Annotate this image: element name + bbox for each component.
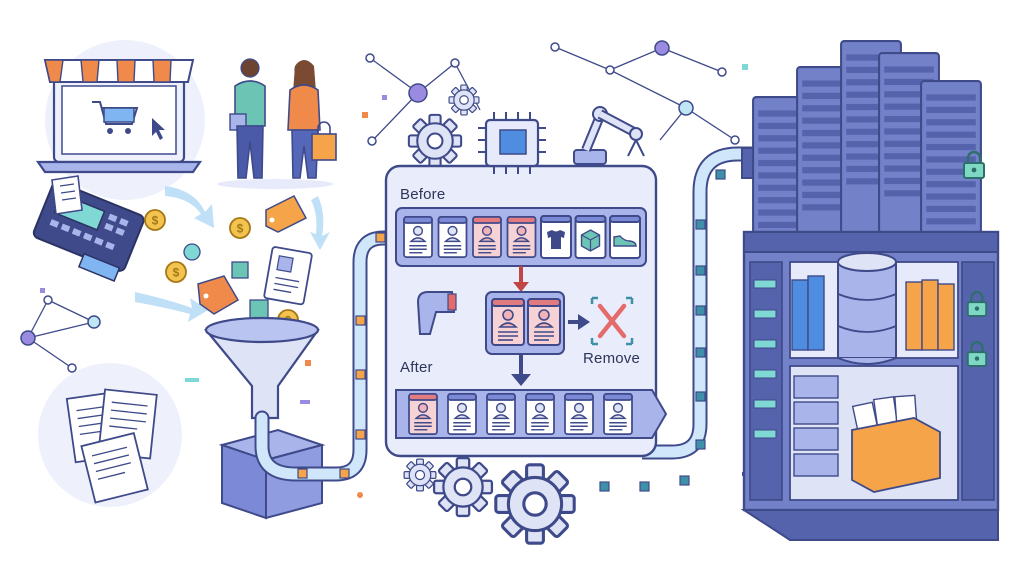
before-row	[403, 215, 641, 259]
before-label: Before	[400, 186, 446, 203]
network-node	[20, 330, 36, 346]
network-node	[43, 295, 53, 305]
storefront-laptop-icon	[35, 59, 203, 174]
shirt-icon	[547, 230, 565, 249]
arrow-icon	[135, 186, 330, 322]
remove-label: Remove	[583, 350, 641, 367]
documents-icon	[65, 388, 158, 504]
price-tag-icon	[197, 195, 308, 315]
profile-card	[447, 393, 477, 435]
folder-icon	[851, 394, 941, 493]
profile-card	[437, 216, 468, 258]
data-packet	[297, 169, 726, 492]
shoe-icon	[613, 235, 637, 247]
arrow-icon	[511, 266, 590, 386]
customers-icon	[217, 58, 337, 189]
network-node	[87, 315, 101, 329]
server-rack-icon	[740, 40, 1000, 541]
duplicate-profile-card	[506, 216, 537, 258]
profile-card-icon	[263, 246, 313, 306]
network-node	[365, 53, 375, 63]
gear-icon	[494, 463, 576, 545]
gear-icon	[448, 84, 480, 116]
data-block	[249, 299, 269, 319]
database-icon	[837, 252, 897, 365]
collection-box	[218, 428, 326, 520]
receipt-icon	[51, 175, 83, 215]
profile-card	[403, 216, 433, 258]
funnel-icon	[204, 316, 320, 420]
data-block	[231, 261, 249, 279]
robot-arm-icon	[573, 106, 645, 165]
shopping-cart-icon	[92, 101, 139, 134]
network-node	[67, 363, 77, 373]
gear-icon	[432, 456, 494, 518]
network-node	[408, 83, 428, 103]
duplicate-profile-card	[408, 393, 438, 435]
network-node	[605, 65, 615, 75]
chip-icon	[478, 112, 546, 174]
duplicate-profile-card	[491, 298, 525, 346]
network-node	[450, 58, 460, 68]
cube-product-card	[574, 215, 607, 259]
shopping-bag-icon	[311, 121, 337, 161]
shoe-product-card	[609, 215, 641, 259]
network-node	[730, 135, 740, 145]
network-node	[654, 40, 670, 56]
coin-icon	[165, 261, 187, 283]
profile-card	[486, 393, 516, 435]
after-label: After	[400, 359, 433, 376]
barcode-scanner-icon	[416, 291, 457, 335]
network-node	[717, 67, 727, 77]
profile-card	[525, 393, 555, 435]
binder-stack	[791, 275, 955, 351]
duplicate-profile-card	[527, 298, 561, 346]
coin-icon	[229, 217, 251, 239]
network-node	[367, 136, 377, 146]
profile-card	[603, 393, 633, 435]
cursor-icon	[152, 118, 165, 140]
data-block	[183, 243, 201, 261]
network-node	[678, 100, 694, 116]
data-pipe	[254, 146, 762, 482]
gear-icon	[403, 458, 437, 492]
shirt-product-card	[540, 215, 572, 259]
duplicate-profile-card	[472, 216, 502, 258]
gear-icon	[407, 113, 463, 169]
profile-card	[564, 393, 594, 435]
network-node	[550, 42, 560, 52]
remove-x-icon	[590, 296, 634, 346]
coin-icon	[144, 209, 166, 231]
